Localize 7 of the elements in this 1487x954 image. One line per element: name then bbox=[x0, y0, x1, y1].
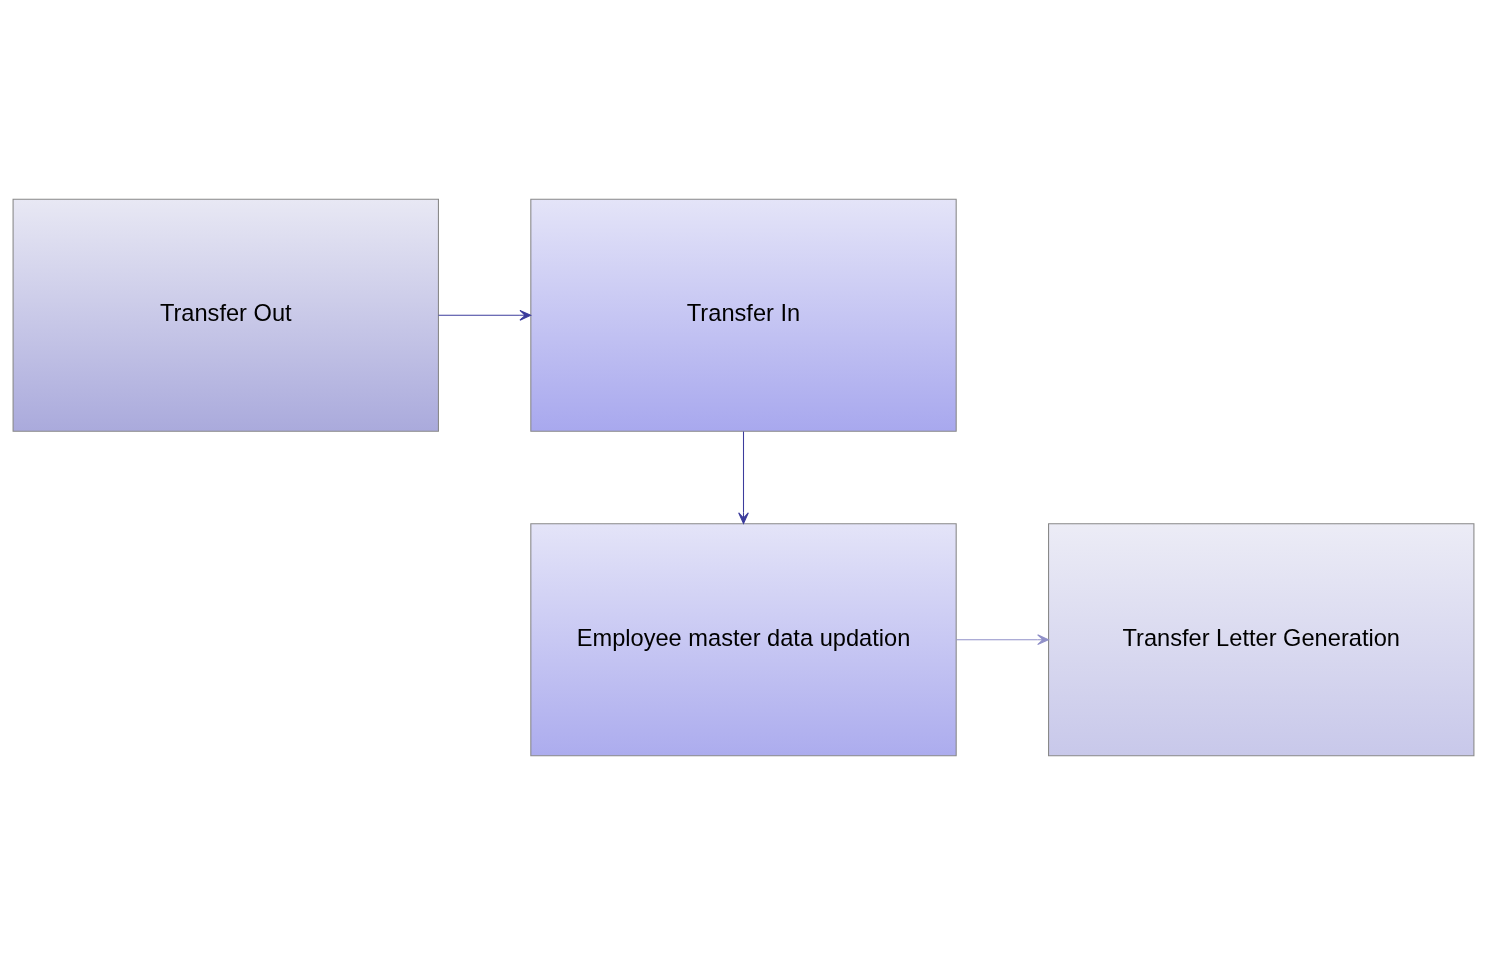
node-box: Transfer Letter Generation bbox=[1048, 522, 1475, 756]
node-box: Transfer In bbox=[530, 198, 957, 432]
arrow bbox=[955, 633, 1049, 645]
node-box: Transfer Out bbox=[12, 198, 439, 432]
arrow bbox=[738, 430, 749, 524]
arrow bbox=[438, 309, 532, 321]
node-box: Employee master data updation bbox=[530, 522, 957, 756]
